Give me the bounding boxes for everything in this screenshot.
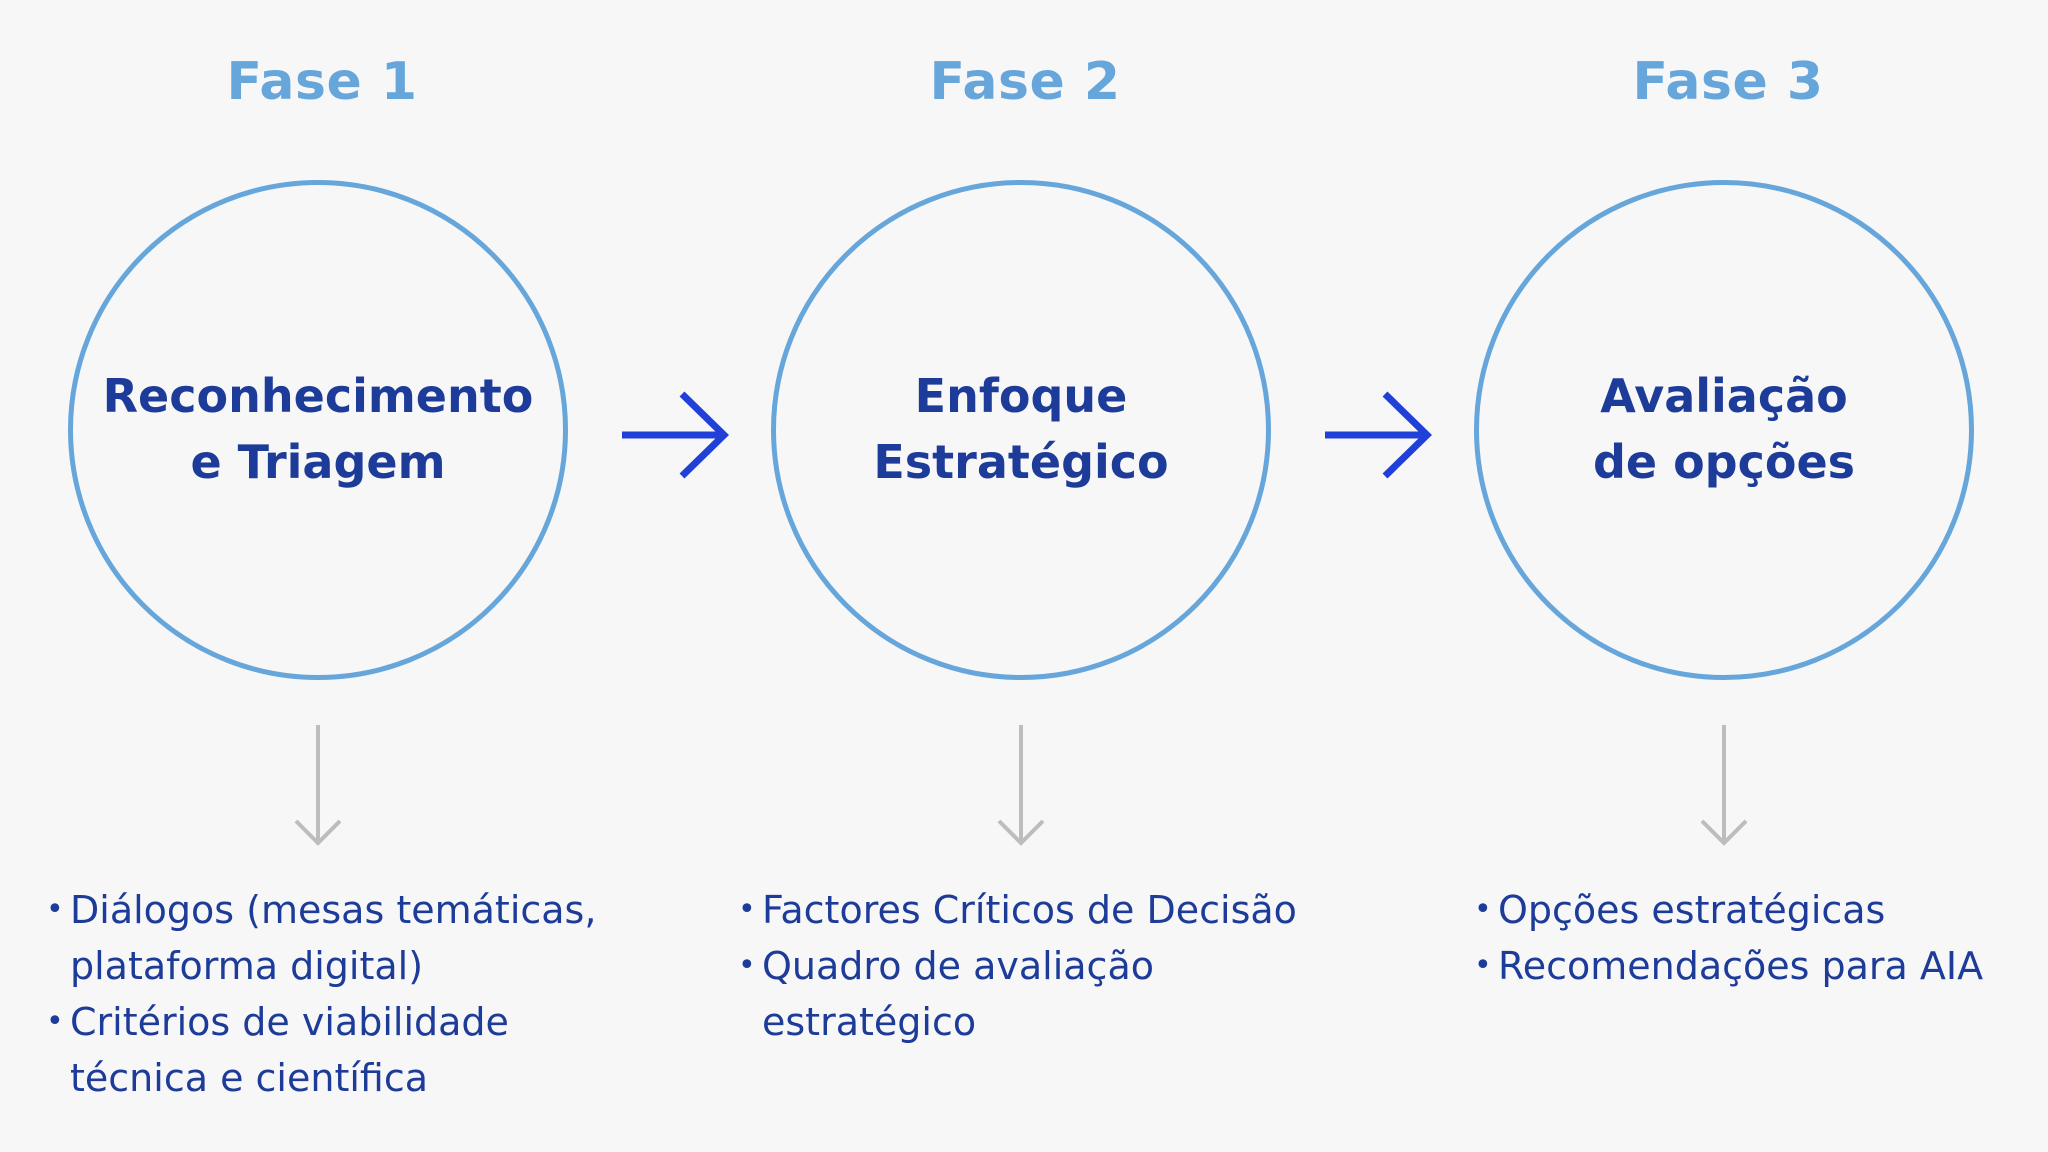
list-item: Diálogos (mesas temáticas, plataforma di…	[46, 882, 596, 994]
arrow-down-icon	[1700, 725, 1748, 846]
phase-1-circle-label: Reconhecimento e Triagem	[103, 363, 534, 495]
arrow-right-icon	[622, 391, 730, 479]
list-item: Quadro de avaliação estratégico	[738, 938, 1297, 1050]
phase-1-output-2-line-2: técnica e científica	[70, 1056, 429, 1100]
list-item: Opções estratégicas	[1474, 882, 1983, 938]
phase-3-circle: Avaliação de opções	[1474, 180, 1974, 680]
phase-2-output-2-line-2: estratégico	[762, 1000, 977, 1044]
phase-2-outputs: Factores Críticos de Decisão Quadro de a…	[738, 882, 1297, 1050]
phase-2-circle: Enfoque Estratégico	[771, 180, 1271, 680]
list-item: Critérios de viabilidade técnica e cient…	[46, 994, 596, 1106]
arrow-down-icon	[294, 725, 342, 846]
phase-2-circle-line-1: Enfoque	[914, 369, 1128, 423]
phase-1-output-1-line-2: plataforma digital)	[70, 944, 424, 988]
phase-1-title: Fase 1	[226, 52, 418, 112]
phase-3-output-2-line-1: Recomendações para AIA	[1498, 944, 1984, 988]
phase-3-circle-label: Avaliação de opções	[1593, 363, 1855, 495]
phase-1-circle: Reconhecimento e Triagem	[68, 180, 568, 680]
list-item: Recomendações para AIA	[1474, 938, 1983, 994]
phase-2-title: Fase 2	[929, 52, 1121, 112]
phase-3-title: Fase 3	[1632, 52, 1824, 112]
phase-1-circle-line-1: Reconhecimento	[102, 369, 534, 423]
phase-2-output-1-line-1: Factores Críticos de Decisão	[762, 888, 1297, 932]
phase-1-output-1-line-1: Diálogos (mesas temáticas,	[70, 888, 597, 932]
phase-1-outputs: Diálogos (mesas temáticas, plataforma di…	[46, 882, 596, 1106]
arrow-right-icon	[1325, 391, 1433, 479]
arrow-down-icon	[997, 725, 1045, 846]
phase-3: Fase 3 Avaliação de opções	[1428, 0, 2028, 1152]
phase-2-output-2-line-1: Quadro de avaliação	[762, 944, 1154, 988]
phase-2-circle-label: Enfoque Estratégico	[873, 363, 1168, 495]
phase-1-output-2-line-1: Critérios de viabilidade	[70, 1000, 509, 1044]
phase-2: Fase 2 Enfoque Estratégico	[725, 0, 1325, 1152]
phase-1: Fase 1 Reconhecimento e Triagem	[22, 0, 622, 1152]
phase-3-output-1-line-1: Opções estratégicas	[1498, 888, 1886, 932]
phase-1-circle-line-2: e Triagem	[190, 435, 446, 489]
phase-3-circle-line-2: de opções	[1592, 435, 1856, 489]
phase-3-outputs: Opções estratégicas Recomendações para A…	[1474, 882, 1983, 994]
phase-2-circle-line-2: Estratégico	[873, 435, 1169, 489]
phase-3-circle-line-1: Avaliação	[1600, 369, 1848, 423]
list-item: Factores Críticos de Decisão	[738, 882, 1297, 938]
